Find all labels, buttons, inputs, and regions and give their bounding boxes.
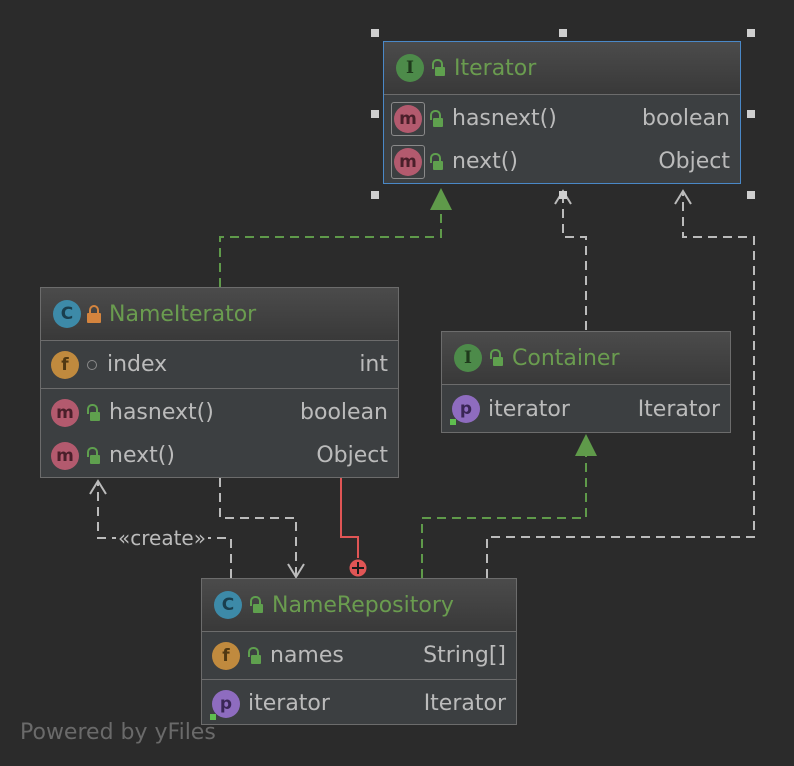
interface-icon: I [454,344,482,372]
property-name: iterator [488,396,570,422]
arrowhead-realization-container [575,434,597,456]
public-lock-icon [85,446,101,465]
method-name: next() [109,443,175,468]
method-icon: m [51,398,79,427]
fields-section: f names String[] [202,631,516,679]
edge-dependency-nameiterator-namerepository [219,478,297,575]
resize-handle-sw[interactable] [371,191,379,199]
edge-realization-nameiterator-iterator [219,210,442,287]
field-icon: f [212,641,240,670]
property-name: iterator [248,691,330,716]
public-lock-icon [248,596,264,614]
method-name: next() [452,149,518,174]
interface-icon: I [396,54,424,82]
method-icon: m [391,101,425,136]
class-title: Iterator [454,55,537,81]
property-icon: p [450,395,480,425]
public-lock-icon [428,152,444,171]
namerepository-header: C NameRepository [202,579,516,631]
class-icon: C [53,300,81,328]
class-title: NameRepository [272,592,454,618]
edge-dependency-container-iterator [562,192,587,330]
edge-nested-class [340,478,359,558]
class-container[interactable]: I Container p iterator Iterator [441,331,731,433]
property-icon: p [210,689,240,720]
method-row[interactable]: m next() Object [384,140,740,183]
method-row[interactable]: m hasnext() boolean [41,391,398,434]
arrowhead-dependency-iterator-2 [674,189,692,205]
resize-handle-e[interactable] [747,110,755,118]
method-name: hasnext() [452,106,557,131]
property-type: Iterator [637,396,720,422]
powered-by-footer: Powered by yFiles [20,720,216,745]
resize-handle-w[interactable] [371,110,379,118]
method-type: Object [316,443,388,468]
public-lock-icon [428,109,444,128]
create-edge-label: «create» [116,526,208,550]
resize-handle-se[interactable] [747,191,755,199]
package-private-icon [87,359,97,370]
class-nameiterator[interactable]: C NameIterator f index int m hasnext() b… [40,287,399,478]
arrowhead-dependency-namerepository [287,563,305,579]
field-name: index [107,352,168,377]
method-row[interactable]: m next() Object [41,434,398,477]
edge-realization-namerepository-container [421,456,587,578]
resize-handle-n[interactable] [559,29,567,37]
public-lock-icon [430,59,446,77]
field-row[interactable]: f index int [41,343,398,386]
iterator-header: I Iterator [384,42,740,94]
method-type: boolean [642,106,730,131]
fields-section: f index int [41,340,398,388]
method-row[interactable]: m hasnext() boolean [384,97,740,140]
method-type: boolean [300,400,388,425]
public-lock-icon [246,646,262,665]
resize-handle-nw[interactable] [371,29,379,37]
class-namerepository[interactable]: C NameRepository f names String[] p iter… [201,578,517,725]
properties-section: p iterator Iterator [202,679,516,727]
property-row[interactable]: p iterator Iterator [442,387,730,431]
method-icon: m [391,144,425,179]
field-name: names [270,643,344,668]
method-name: hasnext() [109,400,214,425]
class-icon: C [214,591,242,619]
arrowhead-realization-iterator [430,188,452,210]
resize-handle-s[interactable] [559,191,567,199]
methods-section: m hasnext() boolean m next() Object [384,94,740,185]
field-type: int [359,352,388,377]
field-icon: f [51,350,79,379]
public-lock-icon [488,349,504,367]
class-iterator[interactable]: I Iterator m hasnext() boolean m next() … [383,41,741,184]
properties-section: p iterator Iterator [442,384,730,433]
container-header: I Container [442,332,730,384]
class-title: Container [512,345,620,371]
class-title: NameIterator [109,301,257,327]
public-lock-icon [85,403,101,422]
edge-dependency-namerepository-iterator [486,192,755,578]
field-type: String[] [423,643,506,668]
property-row[interactable]: p iterator Iterator [202,682,516,725]
private-lock-icon [87,305,101,323]
methods-section: m hasnext() boolean m next() Object [41,388,398,479]
resize-handle-ne[interactable] [747,29,755,37]
nameiterator-header: C NameIterator [41,288,398,340]
method-icon: m [51,441,79,470]
property-type: Iterator [423,691,506,716]
field-row[interactable]: f names String[] [202,634,516,677]
arrowhead-create-nameiterator [89,479,107,495]
method-type: Object [658,149,730,174]
